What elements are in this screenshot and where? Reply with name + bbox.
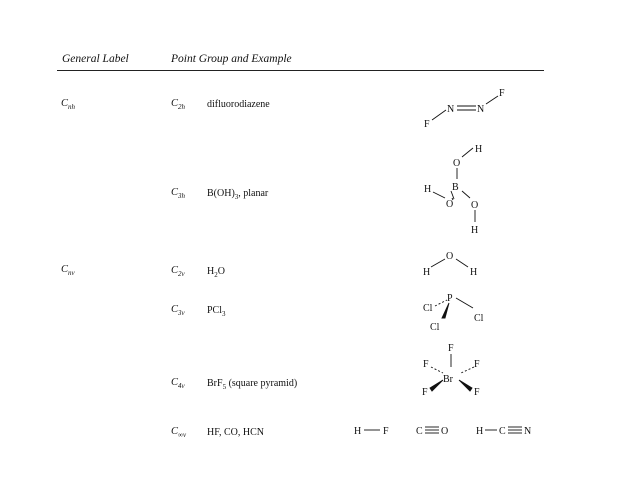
svg-text:H: H [475,144,482,155]
linear-structures: H F C O H C N [354,426,531,437]
svg-text:H: H [424,184,431,195]
hcn-structure: H C N [476,426,531,437]
svg-text:Cl: Cl [423,303,433,314]
point-group-c3v: C3v [171,304,185,318]
svg-text:F: F [422,387,428,398]
svg-text:O: O [471,200,478,211]
svg-text:O: O [453,158,460,169]
general-label-cnh: Cnh [61,98,76,112]
point-group-c2v: C2v [171,265,185,279]
svg-text:O: O [446,199,453,210]
svg-text:C: C [499,426,506,437]
example-linear-molecules: HF, CO, HCN [207,427,264,438]
example-pcl3: PCl3 [207,305,226,318]
svg-text:O: O [446,251,453,262]
co-structure: C O [416,426,448,437]
svg-text:N: N [524,426,531,437]
svg-text:B: B [452,182,459,193]
svg-text:F: F [499,88,505,99]
header-point-group: Point Group and Example [171,53,292,65]
pcl3-structure: Cl P Cl Cl [423,293,484,333]
point-group-c4v: C4v [171,377,185,391]
svg-text:H: H [470,267,477,278]
difluorodiazene-structure: F N N F [424,88,505,130]
point-group-c3h: C3h [171,187,186,201]
svg-text:Cl: Cl [474,313,484,324]
svg-text:H: H [476,426,483,437]
svg-text:H: H [354,426,361,437]
svg-text:N: N [477,104,484,115]
header-general-label: General Label [62,53,129,65]
svg-text:F: F [424,119,430,130]
svg-text:F: F [474,387,480,398]
svg-text:H: H [471,225,478,236]
example-brf5: BrF5 (square pyramid) [207,378,298,391]
point-group-cinfv: C∞v [171,426,187,440]
svg-text:O: O [441,426,448,437]
example-difluorodiazene: difluorodiazene [207,99,270,110]
general-label-cnv: Cnv [61,264,75,278]
svg-text:Cl: Cl [430,322,440,333]
svg-text:P: P [447,293,453,304]
example-water: H2O [207,266,225,279]
svg-text:C: C [416,426,423,437]
hf-structure: H F [354,426,389,437]
svg-text:N: N [447,104,454,115]
brf5-structure: F F F Br F F [422,343,480,398]
example-boric-acid: B(OH)3, planar [207,188,269,201]
svg-text:F: F [448,343,454,354]
svg-text:H: H [423,267,430,278]
svg-text:F: F [474,359,480,370]
svg-text:Br: Br [443,374,454,385]
svg-text:F: F [423,359,429,370]
svg-text:F: F [383,426,389,437]
boric-acid-structure: H O B H O O H [424,144,482,236]
point-group-c2h: C2h [171,98,186,112]
water-structure: H O H [423,251,477,278]
header-rule [57,70,544,71]
